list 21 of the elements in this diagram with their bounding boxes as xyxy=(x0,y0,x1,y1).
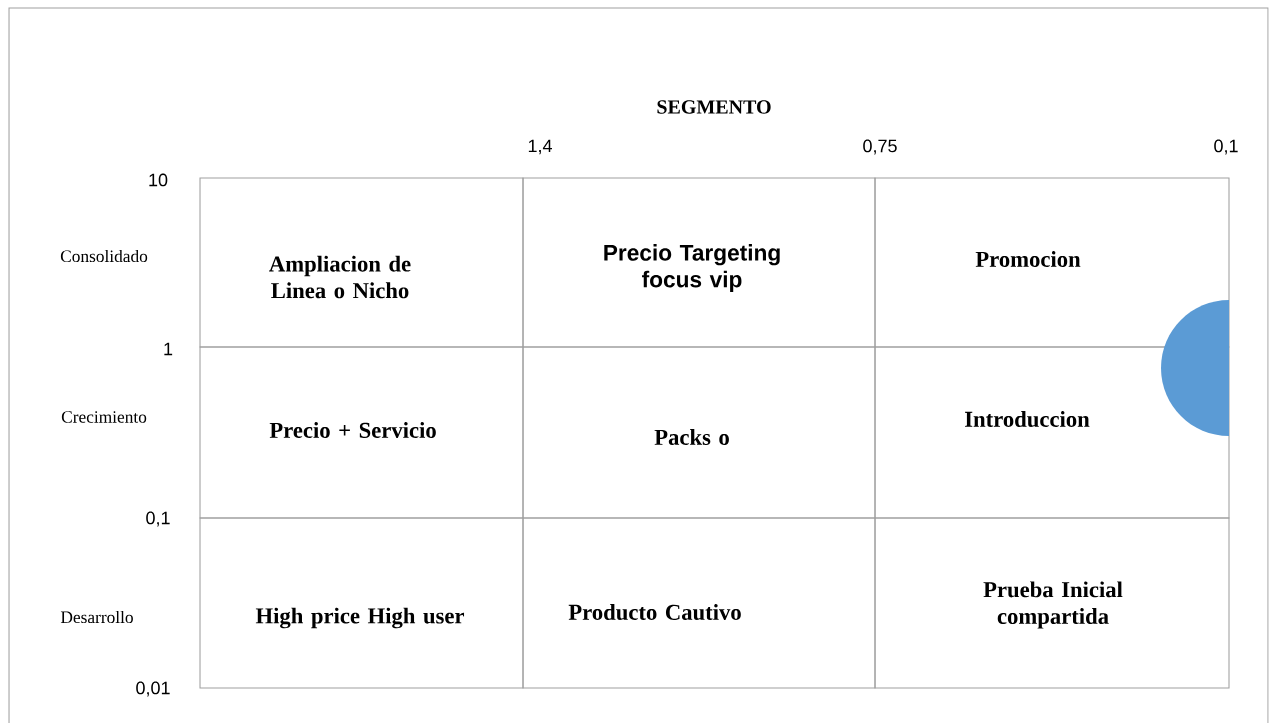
row-label: Crecimiento xyxy=(61,411,147,423)
axis-tick-label: 0,75 xyxy=(863,139,897,155)
matrix-cell: Precio + Servicio xyxy=(199,346,524,519)
axis-tick-label: 1,4 xyxy=(528,139,552,155)
matrix-cell: Packs o xyxy=(522,346,876,519)
axis-tick-label: 0,01 xyxy=(136,681,170,697)
axis-title: SEGMENTO xyxy=(657,100,771,114)
axis-tick-label: 1 xyxy=(164,342,173,356)
matrix-cell: Introduccion xyxy=(874,346,1230,519)
axis-tick-label: 10 xyxy=(149,173,168,187)
matrix-cell: High price High user xyxy=(199,517,524,689)
matrix-cell: Promocion xyxy=(874,177,1230,348)
matrix-cell: Ampliacion de Linea o Nicho xyxy=(199,177,524,348)
axis-tick-label: 0,1 xyxy=(146,511,170,527)
row-label: Consolidado xyxy=(60,249,148,263)
bubble xyxy=(1161,300,1229,436)
matrix-cell: Producto Cautivo xyxy=(522,517,876,689)
row-label: Desarrollo xyxy=(60,610,133,624)
matrix-cell: Prueba Inicial compartida xyxy=(874,517,1230,689)
matrix-cell: Precio Targeting focus vip xyxy=(522,177,876,348)
axis-tick-label: 0,1 xyxy=(1214,139,1238,155)
